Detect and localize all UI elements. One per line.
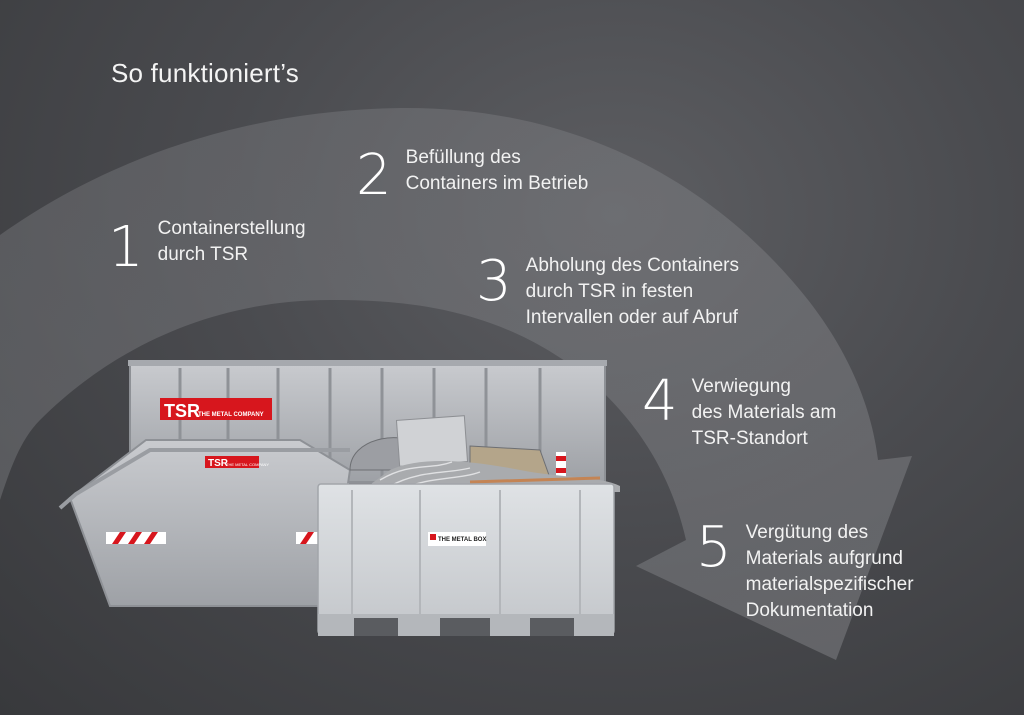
step-text: Abholung des Containers durch TSR in fes… bbox=[526, 253, 739, 331]
metal-box-label: THE METAL BOX bbox=[438, 537, 486, 543]
step-3: 3 Abholung des Containers durch TSR in f… bbox=[476, 254, 739, 331]
step-text-line: des Materials am bbox=[691, 402, 837, 423]
step-text-line: Containerstellung bbox=[157, 218, 306, 239]
step-number: 2 bbox=[356, 143, 392, 208]
page-title: So funktioniert’s bbox=[111, 58, 299, 88]
step-text-line: Dokumentation bbox=[745, 600, 874, 621]
process-arrow bbox=[0, 107, 912, 715]
roll-off-brand-sub: THE METAL COMPANY bbox=[198, 412, 264, 418]
warning-stripes-left bbox=[106, 532, 166, 544]
step-text-line: Vergütung des bbox=[745, 522, 869, 543]
skip-brand: TSR bbox=[208, 458, 229, 469]
step-5: 5 Vergütung des Materials aufgrund mater… bbox=[696, 520, 914, 624]
step-number: 3 bbox=[476, 249, 512, 314]
step-2: 2 Befüllung des Containers im Betrieb bbox=[356, 143, 589, 208]
roll-off-brand: TSR bbox=[164, 401, 200, 421]
step-text-line: Containers im Betrieb bbox=[405, 173, 589, 194]
step-text: Vergütung des Materials aufgrund materia… bbox=[746, 520, 914, 624]
step-text-line: materialspezifischer bbox=[745, 574, 914, 595]
metal-box: THE METAL BOX bbox=[317, 483, 615, 636]
step-text-line: Verwiegung bbox=[691, 376, 791, 397]
skip-brand-sub: THE METAL COMPANY bbox=[226, 462, 269, 467]
step-text-line: Abholung des Containers bbox=[525, 255, 740, 276]
step-text-line: durch TSR bbox=[157, 244, 249, 265]
step-number: 1 bbox=[108, 215, 144, 280]
step-text-line: TSR-Standort bbox=[691, 428, 808, 449]
step-text-line: Materials aufgrund bbox=[745, 548, 904, 569]
step-4: 4 Verwiegung des Materials am TSR-Stando… bbox=[642, 374, 836, 452]
step-text: Befüllung des Containers im Betrieb bbox=[406, 145, 589, 197]
step-text-line: Befüllung des bbox=[405, 147, 521, 168]
step-number: 5 bbox=[696, 515, 732, 580]
step-text: Verwiegung des Materials am TSR-Standort bbox=[692, 374, 837, 452]
warning-stripes-right bbox=[296, 532, 320, 544]
step-text-line: durch TSR in festen bbox=[525, 281, 694, 302]
step-number: 4 bbox=[642, 369, 678, 434]
step-text-line: Intervallen oder auf Abruf bbox=[525, 307, 738, 328]
step-1: 1 Containerstellung durch TSR bbox=[108, 215, 306, 280]
skip-container: TSR THE METAL COMPANY bbox=[58, 439, 352, 607]
step-text: Containerstellung durch TSR bbox=[158, 216, 306, 268]
